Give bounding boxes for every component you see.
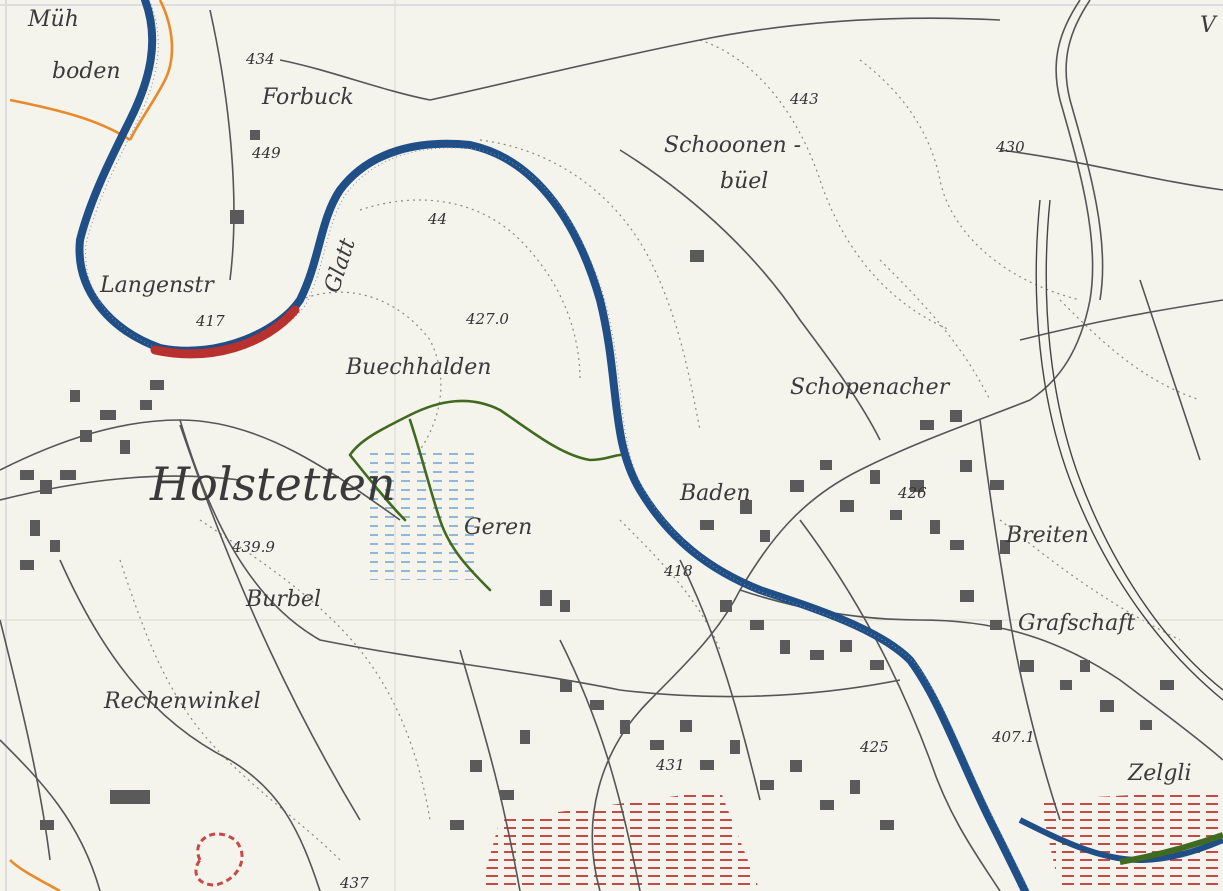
elev-44: 44 xyxy=(427,210,447,228)
elev-434: 434 xyxy=(245,50,275,68)
elev-430: 430 xyxy=(995,138,1025,156)
elev-437: 437 xyxy=(339,874,369,891)
label-muehle: Müh xyxy=(27,7,79,32)
elev-443: 443 xyxy=(789,90,819,108)
label-holstetten: Holstetten xyxy=(149,457,396,511)
elev-449: 449 xyxy=(251,144,281,162)
contour-lines xyxy=(119,39,1201,861)
label-schoonen: Schooonen - xyxy=(664,133,801,158)
elev-417: 417 xyxy=(195,312,225,330)
elevation-labels: 434 449 443 430 44 417 427.0 426 439.9 4… xyxy=(195,50,1035,891)
green-stream xyxy=(348,399,622,592)
label-v: V xyxy=(1200,13,1218,38)
label-schopenacher: Schopenacher xyxy=(790,375,951,400)
red-dashed-boundary xyxy=(194,832,244,887)
railway-line xyxy=(1035,199,1223,701)
label-langenstr: Langenstr xyxy=(99,273,215,298)
elev-4399: 439.9 xyxy=(231,538,275,556)
label-burbel: Burbel xyxy=(245,587,321,612)
label-buel: büel xyxy=(720,169,768,194)
label-buechhalden: Buechhalden xyxy=(345,355,491,380)
elev-426: 426 xyxy=(897,484,927,502)
building-blocks xyxy=(20,130,1174,830)
river-glatt xyxy=(75,0,1223,891)
label-breiten: Breiten xyxy=(1005,523,1089,548)
elev-425: 425 xyxy=(859,738,889,756)
label-forbuck: Forbuck xyxy=(261,85,354,110)
place-labels: Müh boden Forbuck Schooonen - büel Glatt… xyxy=(27,7,1218,786)
label-baden: Baden xyxy=(679,481,751,506)
elev-431: 431 xyxy=(655,756,685,774)
label-boden: boden xyxy=(52,59,121,84)
label-geren: Geren xyxy=(464,515,532,540)
label-rechenwinkel: Rechenwinkel xyxy=(103,689,261,714)
elev-418: 418 xyxy=(663,562,693,580)
label-grafschaft: Grafschaft xyxy=(1018,611,1135,636)
river-segment-red xyxy=(150,305,300,359)
label-zelgli: Zelgli xyxy=(1127,761,1192,786)
elev-4071: 407.1 xyxy=(991,728,1035,746)
red-hatched-areas xyxy=(480,790,1223,891)
elev-4270: 427.0 xyxy=(465,310,509,328)
